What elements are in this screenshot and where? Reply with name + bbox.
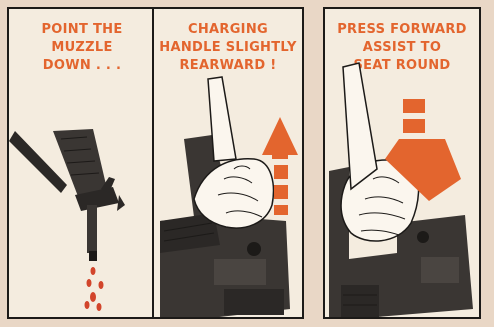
forward-assist-illustration bbox=[325, 9, 481, 319]
charging-handle-illustration bbox=[154, 9, 304, 319]
water-drops bbox=[85, 267, 104, 311]
panel-point-muzzle: POINT THE MUZZLE DOWN . . . bbox=[7, 7, 157, 319]
panel-forward-assist: PRESS FORWARD ASSIST TO SEAT ROUND bbox=[323, 7, 481, 319]
rifle-muzzle-illustration bbox=[9, 9, 157, 319]
panel-charging-handle: CHARGING HANDLE SLIGHTLY REARWARD ! bbox=[152, 7, 304, 319]
